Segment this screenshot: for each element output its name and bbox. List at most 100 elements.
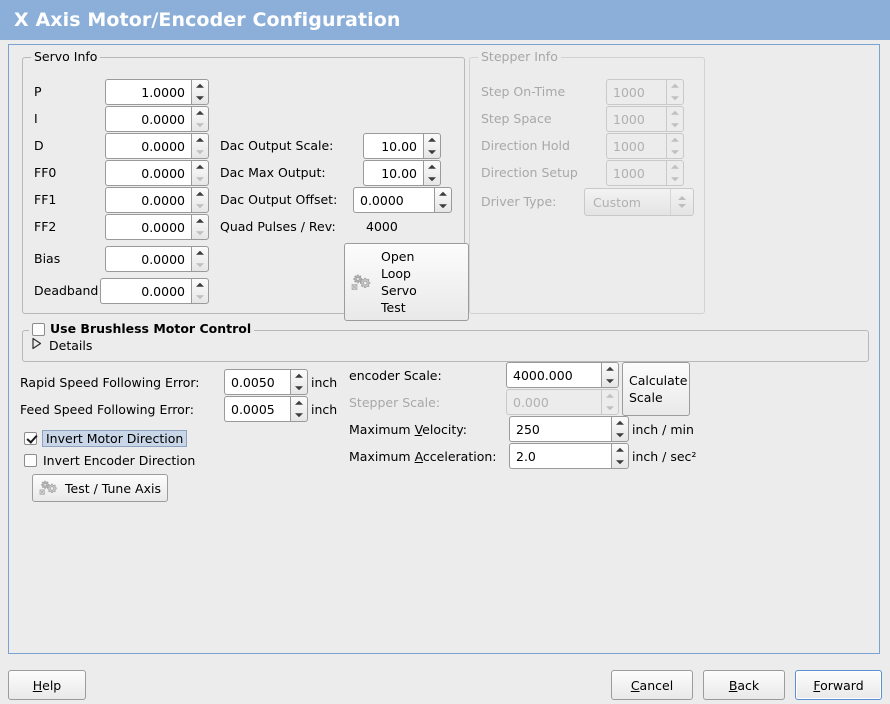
spin-feed-following-error[interactable]: 0.0005	[224, 396, 308, 422]
spin-feed-following-error-down[interactable]	[291, 409, 307, 421]
spin-dac-output-offset-up[interactable]	[435, 188, 451, 200]
spin-dac-output-scale[interactable]: 10.00	[363, 133, 441, 159]
spin-d-value[interactable]: 0.0000	[105, 133, 191, 159]
spin-dac-output-offset-down[interactable]	[435, 200, 451, 212]
spin-direction-setup-up[interactable]	[667, 161, 683, 173]
spin-d-down[interactable]	[192, 146, 208, 158]
spin-stepper-scale-buttons[interactable]	[601, 389, 619, 415]
spin-encoder-scale-down[interactable]	[602, 375, 618, 387]
spin-p-up[interactable]	[192, 80, 208, 92]
spin-rapid-following-error[interactable]: 0.0050	[224, 369, 308, 395]
cancel-button[interactable]: Cancel	[611, 670, 693, 700]
spin-direction-hold-value[interactable]: 1000	[606, 133, 666, 159]
spin-stepper-scale-up[interactable]	[602, 390, 618, 402]
spin-i-down[interactable]	[192, 119, 208, 131]
spin-direction-hold-down[interactable]	[667, 146, 683, 158]
spin-ff2-buttons[interactable]	[191, 214, 209, 240]
use-brushless-motor-control-checkbox[interactable]	[32, 322, 45, 336]
spin-dac-output-offset-value[interactable]: 0.0000	[353, 187, 434, 213]
spin-bias-value[interactable]: 0.0000	[105, 246, 191, 272]
spin-step-space-down[interactable]	[667, 119, 683, 131]
forward-button[interactable]: Forward	[795, 670, 882, 700]
test-tune-axis-button[interactable]: Test / Tune Axis	[32, 474, 168, 502]
spin-ff2-value[interactable]: 0.0000	[105, 214, 191, 240]
help-button[interactable]: Help	[8, 670, 86, 700]
spin-dac-max-output-value[interactable]: 10.00	[363, 160, 423, 186]
spin-direction-setup-down[interactable]	[667, 173, 683, 185]
spin-dac-max-output-up[interactable]	[424, 161, 440, 173]
spin-ff2-up[interactable]	[192, 215, 208, 227]
details-expander[interactable]: Details	[31, 337, 92, 353]
spin-rapid-following-error-up[interactable]	[291, 370, 307, 382]
spin-dac-max-output-buttons[interactable]	[423, 160, 441, 186]
open-loop-servo-test-button[interactable]: Open Loop Servo Test	[344, 243, 469, 321]
spin-maximum-acceleration-down[interactable]	[612, 456, 628, 468]
spin-dac-max-output[interactable]: 10.00	[363, 160, 441, 186]
spin-maximum-velocity-down[interactable]	[612, 429, 628, 441]
spin-d-up[interactable]	[192, 134, 208, 146]
spin-ff1-value[interactable]: 0.0000	[105, 187, 191, 213]
spin-p-value[interactable]: 1.0000	[105, 79, 191, 105]
spin-direction-hold-up[interactable]	[667, 134, 683, 146]
spin-ff0-down[interactable]	[192, 173, 208, 185]
spin-direction-hold[interactable]: 1000	[606, 133, 684, 159]
driver-type-combo[interactable]: Custom	[584, 188, 694, 216]
spin-ff2[interactable]: 0.0000	[105, 214, 209, 240]
spin-ff2-down[interactable]	[192, 227, 208, 239]
spin-stepper-scale-down[interactable]	[602, 402, 618, 414]
spin-step-on-time-buttons[interactable]	[666, 79, 684, 105]
spin-ff0-buttons[interactable]	[191, 160, 209, 186]
spin-ff1-buttons[interactable]	[191, 187, 209, 213]
spin-dac-output-scale-buttons[interactable]	[423, 133, 441, 159]
spin-deadband-value[interactable]: 0.0000	[100, 278, 191, 304]
spin-maximum-velocity[interactable]: 250	[509, 416, 629, 442]
spin-step-on-time[interactable]: 1000	[606, 79, 684, 105]
spin-encoder-scale-buttons[interactable]	[601, 362, 619, 388]
spin-ff1-down[interactable]	[192, 200, 208, 212]
spin-dac-max-output-down[interactable]	[424, 173, 440, 185]
spin-maximum-acceleration-value[interactable]: 2.0	[509, 443, 611, 469]
spin-bias-down[interactable]	[192, 259, 208, 271]
spin-step-on-time-value[interactable]: 1000	[606, 79, 666, 105]
spin-feed-following-error-up[interactable]	[291, 397, 307, 409]
spin-ff0[interactable]: 0.0000	[105, 160, 209, 186]
spin-maximum-acceleration-buttons[interactable]	[611, 443, 629, 469]
spin-maximum-velocity-value[interactable]: 250	[509, 416, 611, 442]
spin-rapid-following-error-down[interactable]	[291, 382, 307, 394]
spin-i-buttons[interactable]	[191, 106, 209, 132]
spin-encoder-scale[interactable]: 4000.000	[506, 362, 619, 388]
spin-ff1[interactable]: 0.0000	[105, 187, 209, 213]
spin-step-on-time-down[interactable]	[667, 92, 683, 104]
spin-p-buttons[interactable]	[191, 79, 209, 105]
spin-maximum-velocity-up[interactable]	[612, 417, 628, 429]
spin-stepper-scale[interactable]: 0.000	[506, 389, 619, 415]
invert-motor-direction-checkbox[interactable]	[24, 432, 37, 445]
calculate-scale-button[interactable]: Calculate Scale	[622, 362, 690, 416]
spin-deadband-buttons[interactable]	[191, 278, 209, 304]
spin-direction-setup[interactable]: 1000	[606, 160, 684, 186]
spin-encoder-scale-value[interactable]: 4000.000	[506, 362, 601, 388]
spin-direction-setup-value[interactable]: 1000	[606, 160, 666, 186]
spin-feed-following-error-value[interactable]: 0.0005	[224, 396, 290, 422]
back-button[interactable]: Back	[703, 670, 785, 700]
spin-maximum-acceleration-up[interactable]	[612, 444, 628, 456]
spin-feed-following-error-buttons[interactable]	[290, 396, 308, 422]
spin-maximum-velocity-buttons[interactable]	[611, 416, 629, 442]
spin-p-down[interactable]	[192, 92, 208, 104]
spin-dac-output-scale-value[interactable]: 10.00	[363, 133, 423, 159]
spin-i-up[interactable]	[192, 107, 208, 119]
spin-bias-buttons[interactable]	[191, 246, 209, 272]
spin-dac-output-offset[interactable]: 0.0000	[353, 187, 452, 213]
invert-motor-direction-row[interactable]: Invert Motor Direction	[24, 430, 188, 447]
spin-step-on-time-up[interactable]	[667, 80, 683, 92]
spin-deadband[interactable]: 0.0000	[100, 278, 209, 304]
spin-step-space[interactable]: 1000	[606, 106, 684, 132]
spin-d-buttons[interactable]	[191, 133, 209, 159]
spin-deadband-up[interactable]	[192, 279, 208, 291]
spin-deadband-down[interactable]	[192, 291, 208, 303]
spin-ff0-up[interactable]	[192, 161, 208, 173]
spin-dac-output-offset-buttons[interactable]	[434, 187, 452, 213]
spin-ff1-up[interactable]	[192, 188, 208, 200]
spin-step-space-value[interactable]: 1000	[606, 106, 666, 132]
spin-direction-hold-buttons[interactable]	[666, 133, 684, 159]
